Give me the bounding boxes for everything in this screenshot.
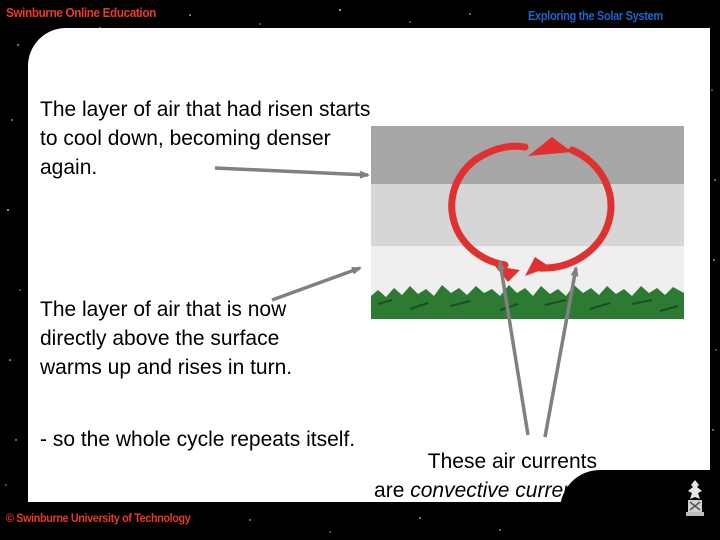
- warm-air-layer: [371, 246, 684, 296]
- middle-air-layer: [371, 184, 684, 246]
- ground-surface: [371, 285, 684, 319]
- pointer-arrow-cool-layer: [214, 166, 370, 179]
- header-course-title: Exploring the Solar System: [528, 8, 663, 23]
- pointer-arrow-warm-layer: [271, 266, 362, 302]
- footer-copyright: © Swinburne University of Technology: [6, 511, 191, 525]
- caption-line-1: These air currents: [427, 450, 597, 473]
- pointer-arrow-current-right: [543, 266, 579, 438]
- university-crest-icon: [686, 480, 704, 516]
- text-cycle-repeats: - so the whole cycle repeats itself.: [40, 428, 356, 451]
- text-cooling-layer: The layer of air that had risen starts t…: [40, 98, 371, 179]
- caption-suffix: .: [591, 479, 597, 502]
- pointer-arrow-current-left: [497, 260, 530, 436]
- convection-current-arrows: [448, 137, 615, 282]
- cool-air-layer: [371, 126, 684, 184]
- caption-line-2: are convective currents.: [300, 476, 597, 505]
- caption-convective-currents: These air currents are convective curren…: [300, 447, 597, 505]
- text-warming-layer: The layer of air that is now directly ab…: [40, 298, 293, 379]
- header-org-name: Swinburne Online Education: [6, 5, 156, 20]
- caption-prefix: are: [374, 479, 411, 502]
- caption-term: convective currents: [410, 479, 592, 502]
